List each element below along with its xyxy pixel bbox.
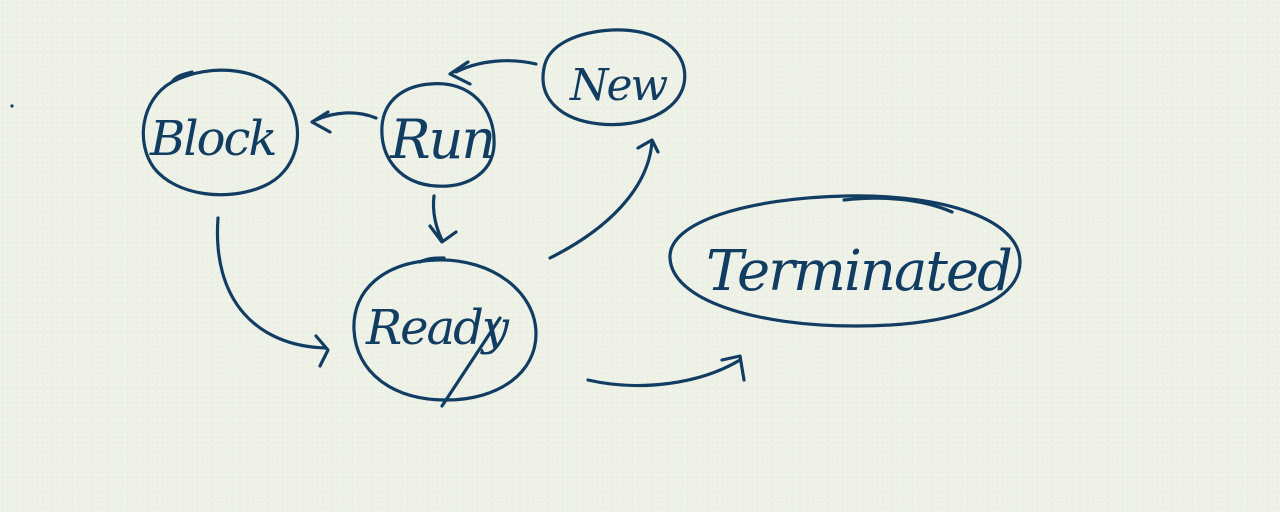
edge-ready-to-terminated [586, 354, 746, 388]
edge-new-to-run-arrowhead [448, 60, 472, 86]
edge-block-to-ready [215, 216, 330, 368]
edge-run-to-ready-arrowhead [428, 224, 458, 244]
edge-ready-to-new-arrowhead [636, 138, 660, 154]
node-new: New [541, 28, 687, 127]
node-ready: Ready [352, 256, 538, 408]
edge-new-to-run-line [454, 59, 538, 74]
node-run: Run [380, 82, 496, 188]
node-new-label: New [569, 60, 668, 111]
node-terminated-ellipse-tail [842, 196, 954, 214]
edge-run-to-ready [428, 194, 458, 244]
node-block-ellipse-tail [170, 70, 194, 84]
edge-ready-to-terminated-arrowhead [720, 354, 746, 382]
edge-run-to-block [310, 110, 378, 134]
edge-ready-to-new [548, 138, 660, 260]
edge-run-to-block-arrowhead [310, 110, 332, 134]
node-block: Block [141, 68, 299, 197]
edge-run-to-ready-line [431, 194, 444, 242]
node-ready-ellipse-tail [418, 256, 446, 264]
node-block-label: Block [149, 111, 276, 167]
node-ready-label: Ready [365, 300, 510, 356]
edge-ready-to-terminated-line [586, 358, 742, 388]
edge-block-to-ready-arrowhead [314, 334, 330, 368]
node-terminated-label: Terminated [706, 239, 1011, 304]
node-terminated: Terminated [668, 194, 1022, 328]
node-terminated-ellipse [668, 194, 1022, 328]
node-ready-strike [440, 316, 502, 408]
node-block-ellipse [141, 68, 299, 197]
edge-ready-to-new-line [548, 140, 654, 260]
node-run-label: Run [389, 108, 494, 171]
edge-block-to-ready-line [215, 216, 328, 350]
stray-ink-dot [10, 104, 14, 108]
node-new-ellipse [541, 28, 687, 127]
edge-new-to-run [448, 59, 538, 86]
node-run-ellipse [380, 82, 496, 188]
